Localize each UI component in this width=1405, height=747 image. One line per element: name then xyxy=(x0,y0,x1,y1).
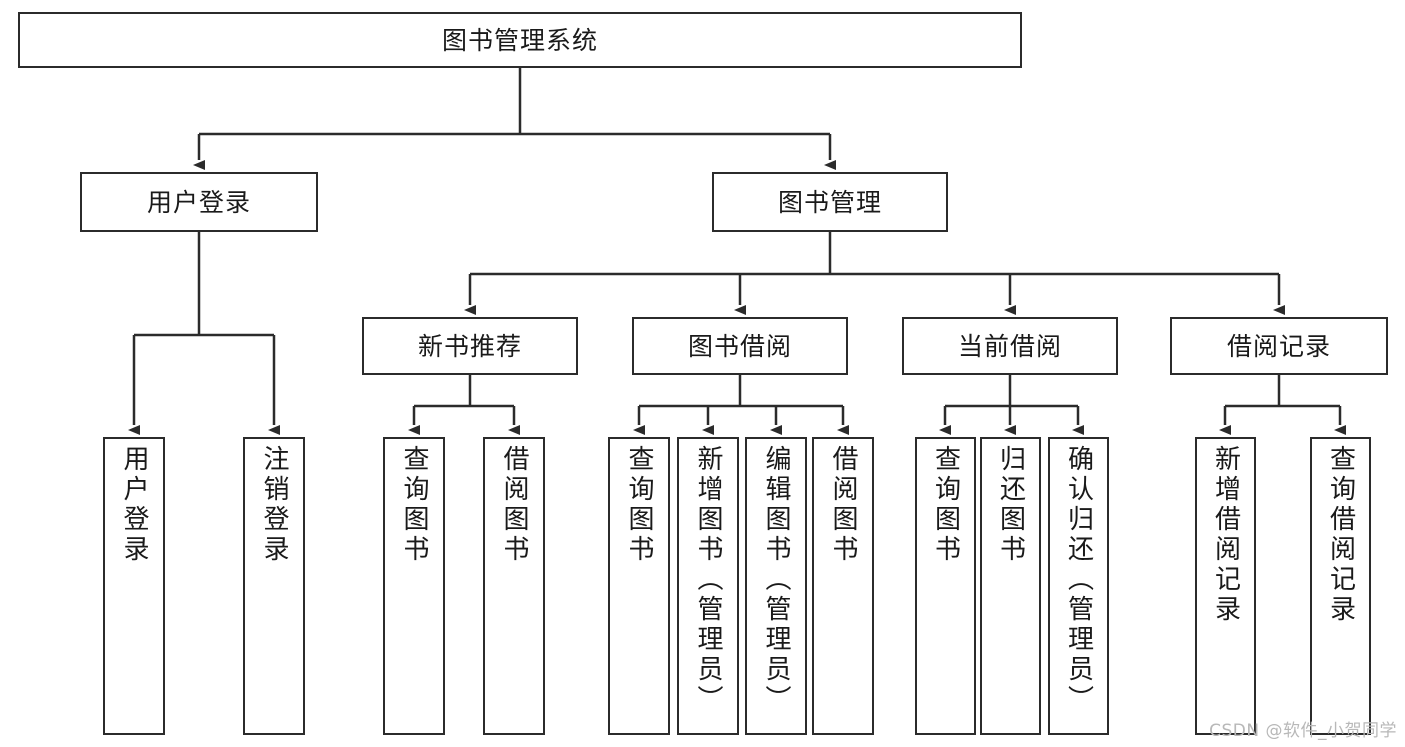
leaf-records-query-record-label: 查询借阅记录 xyxy=(1325,445,1356,625)
node-user-login[interactable]: 用户登录 xyxy=(80,172,318,232)
node-current-borrow-label: 当前借阅 xyxy=(957,331,1062,361)
leaf-borrow-edit-book[interactable]: 编辑图书（管理员） xyxy=(745,437,807,735)
leaf-newbook-query-book[interactable]: 查询图书 xyxy=(383,437,445,735)
leaf-newbook-query-book-label: 查询图书 xyxy=(399,445,429,565)
node-book-management[interactable]: 图书管理 xyxy=(712,172,948,232)
leaf-borrow-query-book-label: 查询图书 xyxy=(624,445,654,565)
leaf-borrow-borrow-book-label: 借阅图书 xyxy=(828,445,858,565)
node-borrow-records-label: 借阅记录 xyxy=(1226,331,1331,361)
leaf-current-confirm-return[interactable]: 确认归还（管理员） xyxy=(1048,437,1109,735)
leaf-current-query-book-label: 查询图书 xyxy=(930,445,961,565)
leaf-newbook-borrow-book[interactable]: 借阅图书 xyxy=(483,437,545,735)
leaf-logout-label: 注销登录 xyxy=(259,445,289,565)
node-root[interactable]: 图书管理系统 xyxy=(18,12,1022,68)
leaf-borrow-borrow-book[interactable]: 借阅图书 xyxy=(812,437,874,735)
leaf-records-query-record[interactable]: 查询借阅记录 xyxy=(1310,437,1371,735)
leaf-borrow-edit-book-label: 编辑图书（管理员） xyxy=(761,445,791,715)
leaf-borrow-add-book[interactable]: 新增图书（管理员） xyxy=(677,437,739,735)
leaf-current-return-book[interactable]: 归还图书 xyxy=(980,437,1041,735)
leaf-current-confirm-return-label: 确认归还（管理员） xyxy=(1063,445,1094,715)
leaf-user-login-label: 用户登录 xyxy=(119,445,149,565)
leaf-newbook-borrow-book-label: 借阅图书 xyxy=(499,445,529,565)
node-book-borrow[interactable]: 图书借阅 xyxy=(632,317,848,375)
node-new-book-recommend-label: 新书推荐 xyxy=(417,331,522,361)
watermark: CSDN @软件_小贺同学 xyxy=(1209,721,1397,741)
leaf-logout[interactable]: 注销登录 xyxy=(243,437,305,735)
node-user-login-label: 用户登录 xyxy=(146,187,251,217)
node-root-label: 图书管理系统 xyxy=(441,25,598,55)
node-current-borrow[interactable]: 当前借阅 xyxy=(902,317,1118,375)
leaf-records-add-record[interactable]: 新增借阅记录 xyxy=(1195,437,1256,735)
node-new-book-recommend[interactable]: 新书推荐 xyxy=(362,317,578,375)
leaf-borrow-add-book-label: 新增图书（管理员） xyxy=(693,445,723,715)
node-book-borrow-label: 图书借阅 xyxy=(687,331,792,361)
leaf-borrow-query-book[interactable]: 查询图书 xyxy=(608,437,670,735)
leaf-user-login[interactable]: 用户登录 xyxy=(103,437,165,735)
leaf-records-add-record-label: 新增借阅记录 xyxy=(1210,445,1241,625)
node-borrow-records[interactable]: 借阅记录 xyxy=(1170,317,1388,375)
node-book-management-label: 图书管理 xyxy=(777,187,882,217)
leaf-current-query-book[interactable]: 查询图书 xyxy=(915,437,976,735)
leaf-current-return-book-label: 归还图书 xyxy=(995,445,1026,565)
